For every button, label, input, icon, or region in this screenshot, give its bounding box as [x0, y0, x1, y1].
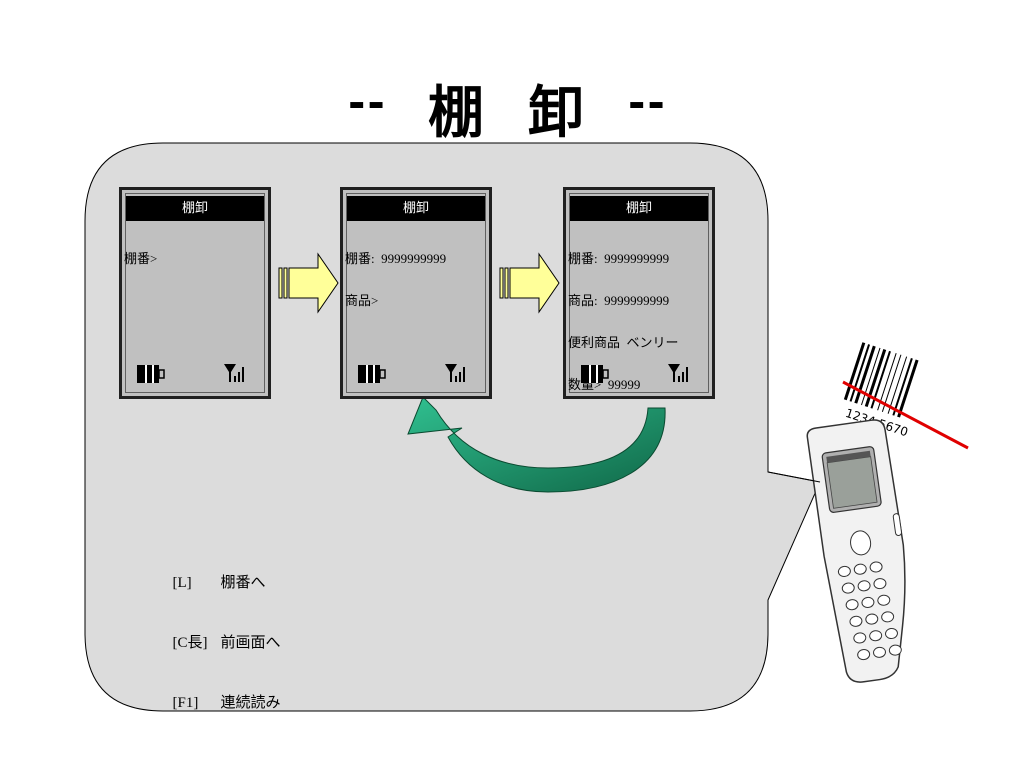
scanner-key: [869, 630, 883, 642]
scanner-key: [845, 599, 859, 611]
right-arrow-icon: [499, 252, 560, 314]
screen-line: 商品: 9999999999: [568, 293, 670, 308]
signal-antenna-icon: [668, 364, 688, 382]
screen-line: 棚番: 9999999999: [345, 251, 447, 266]
right-arrow-icon: [278, 252, 339, 314]
scanner-key: [841, 582, 855, 594]
battery-icon: [137, 365, 165, 383]
legend-key: [F1]: [172, 695, 199, 711]
title-char-wholesale: 卸: [528, 81, 584, 146]
legend-label: 前画面へ: [220, 635, 281, 651]
scanner-key: [861, 596, 875, 608]
screen-line: 商品>: [345, 293, 379, 308]
scanner-key: [853, 632, 867, 644]
legend-row: [C長] 前画面へ: [150, 613, 281, 673]
barcode-bar: [864, 349, 887, 408]
legend-key: [L]: [172, 575, 192, 591]
handheld-scanner-icon: [806, 419, 906, 683]
legend-row: [F1] 連続読み: [150, 673, 281, 733]
signal-antenna-icon: [224, 364, 244, 382]
screen-line: 棚番: 9999999999: [568, 251, 670, 266]
screen-body: 棚番>: [124, 224, 266, 294]
scanner-key: [869, 561, 883, 573]
barcode-bar: [887, 356, 908, 414]
scanner-key: [877, 594, 891, 606]
legend-key: [C長]: [172, 635, 208, 651]
scanner-key: [837, 565, 851, 577]
curved-return-arrow-icon: [407, 396, 666, 493]
barcode-bar: [881, 354, 902, 412]
terminal-screen-3: 棚卸 棚番: 9999999999 商品: 9999999999 便利商品 ベン…: [563, 187, 715, 399]
scanner-key: [857, 649, 871, 661]
title-dash-left: --: [348, 78, 387, 127]
battery-icon: [358, 365, 386, 383]
scanner-key: [853, 563, 867, 575]
screen-body: 棚番: 9999999999 商品>: [345, 224, 487, 336]
title-char-shelf: 棚: [428, 81, 484, 146]
scanner-key: [885, 627, 898, 640]
scanner-key: [873, 578, 887, 590]
battery-icon: [581, 365, 609, 383]
barcode-bar: [897, 359, 919, 418]
scanner-key: [849, 615, 863, 627]
key-legend: [L] 棚番へ [C長] 前画面へ [F1] 連続読み: [150, 553, 281, 733]
scanner-key: [857, 580, 871, 592]
legend-label: 棚番へ: [220, 575, 266, 591]
scanner-key: [881, 611, 895, 623]
legend-row: [L] 棚番へ: [150, 553, 281, 613]
barcode-bar: [877, 353, 897, 411]
screen-line: 便利商品 ベンリー: [568, 335, 679, 350]
signal-antenna-icon: [445, 364, 465, 382]
screen-header: 棚卸: [347, 196, 485, 221]
scanner-key: [865, 613, 879, 625]
title-dash-right: --: [628, 78, 667, 127]
scanner-key: [888, 644, 902, 656]
barcode-bar: [892, 358, 913, 416]
screen-header: 棚卸: [570, 196, 708, 221]
screen-line: 棚番>: [124, 251, 158, 266]
terminal-screen-1: 棚卸 棚番>: [119, 187, 271, 399]
screen-body: 棚番: 9999999999 商品: 9999999999 便利商品 ベンリー …: [568, 224, 710, 420]
barcode-bar: [870, 350, 891, 409]
scanner-key: [873, 646, 886, 658]
legend-label: 連続読み: [220, 695, 281, 711]
scan-line: [842, 380, 969, 450]
barcode-bar: [860, 347, 881, 406]
screen-header: 棚卸: [126, 196, 264, 221]
terminal-screen-2: 棚卸 棚番: 9999999999 商品>: [340, 187, 492, 399]
